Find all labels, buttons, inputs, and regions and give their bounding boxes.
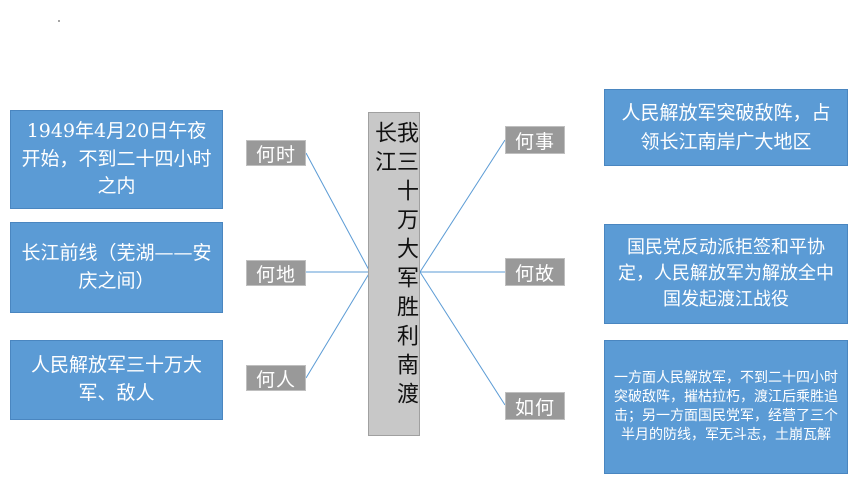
who-text: 人民解放军三十万大军、敌人 [30, 354, 202, 404]
connector-who [305, 271, 371, 379]
when-box: 1949年4月20日午夜开始，不到二十四小时之内 [10, 110, 223, 209]
tag-what: 何事 [505, 126, 565, 154]
what-text: 人民解放军突破敌阵，占领长江南岸广大地区 [621, 102, 831, 153]
tag-where: 何地 [246, 260, 306, 286]
how-box: 一方面人民解放军，不到二十四小时突破敌阵，摧枯拉朽，渡江后乘胜追击；另一方面国民… [604, 340, 848, 474]
how-text: 一方面人民解放军，不到二十四小时突破敌阵，摧枯拉朽，渡江后乘胜追击；另一方面国民… [614, 370, 838, 443]
connector-when [305, 152, 371, 273]
tag-who: 何人 [246, 365, 306, 391]
when-text: 1949年4月20日午夜开始，不到二十四小时之内 [21, 120, 212, 198]
center-topic-text: 我三十万大军胜利南渡长江 [371, 121, 418, 411]
where-text: 长江前线（芜湖——安庆之间） [21, 241, 212, 292]
why-text: 国民党反动派拒签和平协定，人民解放军为解放全中国发起渡江战役 [618, 236, 834, 311]
tag-how: 如何 [505, 392, 565, 420]
center-topic: 我三十万大军胜利南渡长江 [368, 112, 420, 436]
connector-what [419, 139, 506, 273]
where-box: 长江前线（芜湖——安庆之间） [10, 222, 223, 313]
why-box: 国民党反动派拒签和平协定，人民解放军为解放全中国发起渡江战役 [604, 224, 848, 324]
tag-why: 何故 [505, 258, 565, 286]
connector-how [419, 271, 506, 406]
tag-when: 何时 [246, 140, 306, 166]
what-box: 人民解放军突破敌阵，占领长江南岸广大地区 [604, 89, 848, 166]
stray-dot [58, 20, 60, 22]
who-box: 人民解放军三十万大军、敌人 [10, 340, 223, 420]
